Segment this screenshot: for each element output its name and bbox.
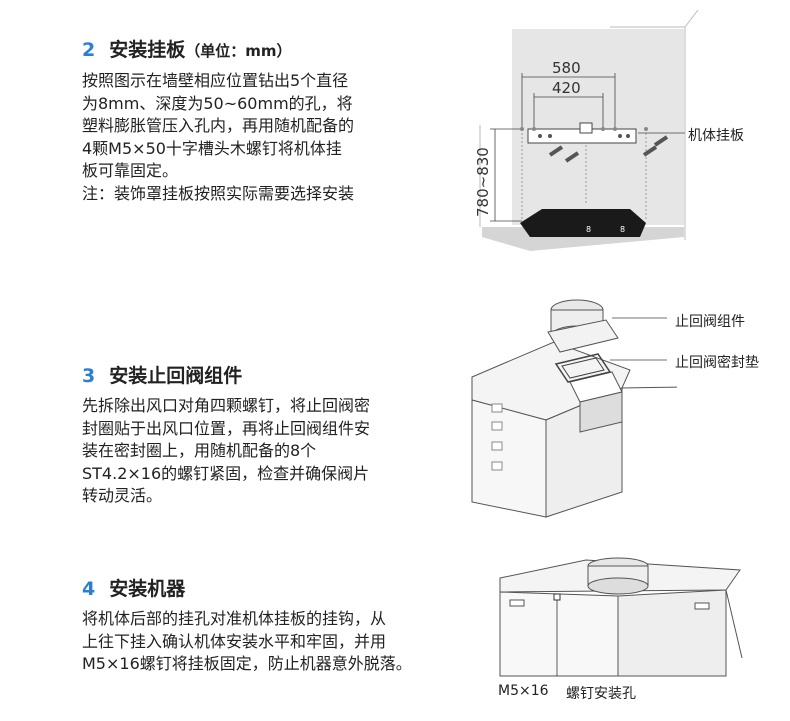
- step-3-heading: 3 安装止回阀组件: [82, 363, 442, 389]
- burner-icon: 8: [620, 225, 625, 234]
- cooktop: [520, 209, 646, 237]
- figure-check-valve: [462, 292, 677, 522]
- step-2-number: 2: [82, 39, 96, 61]
- step-2: 2 安装挂板（单位：mm） 按照图示在墙壁相应位置钻出5个直径 为8mm、深度为5…: [82, 37, 432, 205]
- dim-580: 580: [552, 59, 581, 77]
- figure-wall-plate: 8 8 580 420 780~830: [470, 5, 700, 255]
- step-4-number: 4: [82, 578, 96, 600]
- wall: [512, 29, 684, 225]
- dim-height: 780~830: [474, 147, 492, 217]
- figure-machine-install: [490, 548, 750, 678]
- step-2-title: 安装挂板: [109, 39, 186, 61]
- callout-check-valve: 止回阀组件: [675, 314, 745, 330]
- step-3: 3 安装止回阀组件 先拆除出风口对角四颗螺钉，将止回阀密 封圈贴于出风口位置，再将…: [82, 363, 442, 508]
- callout-screw-spec: M5×16: [498, 683, 549, 699]
- step-2-heading: 2 安装挂板（单位：mm）: [82, 37, 432, 64]
- step-3-number: 3: [82, 365, 96, 387]
- step-3-title: 安装止回阀组件: [109, 365, 243, 387]
- step-2-body: 按照图示在墙壁相应位置钻出5个直径 为8mm、深度为50~60mm的孔，将 塑料…: [82, 71, 355, 203]
- callout-seal-gasket: 止回阀密封垫: [675, 355, 759, 371]
- check-valve-drawing: [471, 299, 677, 518]
- burner-icon: 8: [586, 225, 591, 234]
- wall-plate-drawing: 8 8 580 420 780~830: [474, 9, 699, 251]
- step-4-heading: 4 安装机器: [82, 576, 482, 602]
- screw-hole-icon: [553, 593, 561, 601]
- callout-screw-hole: 螺钉安装孔: [566, 686, 636, 702]
- callout-mounting-plate: 机体挂板: [688, 128, 744, 144]
- step-4-title: 安装机器: [109, 578, 186, 600]
- machine-install-drawing: [499, 557, 743, 677]
- dim-420: 420: [552, 79, 581, 97]
- step-3-body: 先拆除出风口对角四颗螺钉，将止回阀密 封圈贴于出风口位置，再将止回阀组件安 装在…: [82, 396, 371, 505]
- step-2-unit-note: （单位：mm）: [185, 42, 292, 60]
- step-4-body: 将机体后部的挂孔对准机体挂板的挂钩，从 上往下挂入确认机体安装水平和牢固，并用 …: [82, 609, 412, 673]
- seal-gasket: [554, 353, 612, 383]
- step-4: 4 安装机器 将机体后部的挂孔对准机体挂板的挂钩，从 上往下挂入确认机体安装水平和…: [82, 576, 482, 676]
